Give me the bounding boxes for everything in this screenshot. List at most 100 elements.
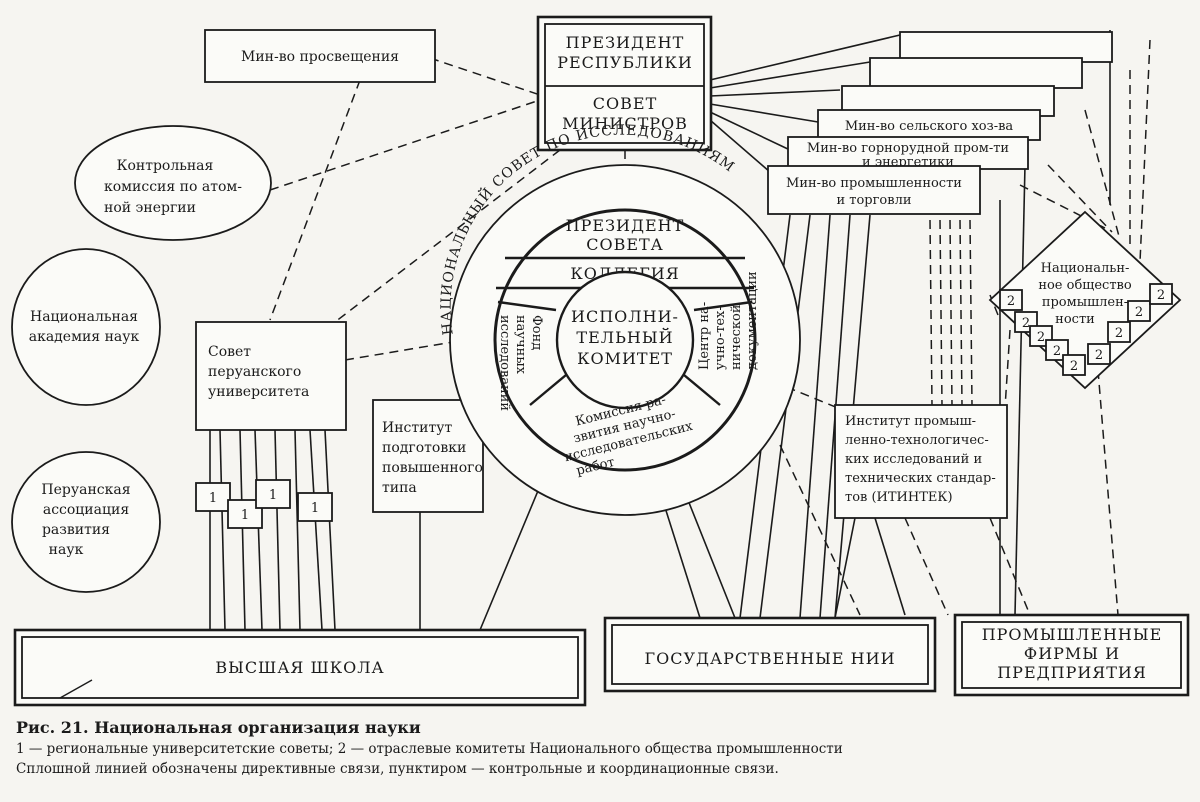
svg-text:нической: нической xyxy=(729,304,744,370)
svg-text:ФИРМЫ И: ФИРМЫ И xyxy=(1024,644,1120,663)
link-univ-school-2 xyxy=(219,429,226,631)
council-president-l1: ПРЕЗИДЕНТ xyxy=(566,216,685,235)
peruvian-association: Перуанская ассоциация развития наук xyxy=(11,451,161,593)
national-industry-society: Национальн- ное общество промышлен- ност… xyxy=(988,210,1182,390)
link-itintec-nii xyxy=(904,517,949,616)
link-society-itintec xyxy=(1004,329,1011,409)
figure-caption-note: Сплошной линией обозначены директивные с… xyxy=(16,761,779,777)
link-univ-school-4 xyxy=(254,429,263,631)
figure-caption-title: Рис. 21. Национальная организация науки xyxy=(16,718,421,737)
svg-text:2: 2 xyxy=(1022,316,1030,331)
link-min-itintec-b xyxy=(939,219,943,406)
svg-text:Мин-во просвещения: Мин-во просвещения xyxy=(241,49,399,65)
svg-text:1: 1 xyxy=(209,491,217,506)
svg-text:2: 2 xyxy=(1037,330,1045,345)
svg-text:наук: наук xyxy=(49,542,84,558)
min-agriculture-label: Мин-во сельского хоз-ва xyxy=(845,119,1014,134)
control-commission: Контрольная комиссия по атом- ной энерги… xyxy=(74,125,272,241)
link-univ-school-5 xyxy=(274,429,281,631)
svg-text:учно-тех-: учно-тех- xyxy=(713,306,728,370)
min-education-box: Мин-во просвещения xyxy=(204,29,436,83)
svg-text:2: 2 xyxy=(1053,344,1061,359)
svg-text:Фонд: Фонд xyxy=(529,315,544,350)
svg-text:типа: типа xyxy=(382,480,417,496)
president-line1: ПРЕЗИДЕНТ xyxy=(566,33,685,52)
advanced-institute: Институт подготовки повышенного типа xyxy=(372,399,484,513)
svg-text:ТЕЛЬНЫЙ: ТЕЛЬНЫЙ xyxy=(576,327,673,347)
link-president-min1 xyxy=(709,34,901,81)
svg-text:1: 1 xyxy=(269,488,277,503)
executive-committee-circle xyxy=(555,270,695,410)
svg-text:2: 2 xyxy=(1095,348,1103,363)
svg-text:ной энергии: ной энергии xyxy=(104,200,196,216)
state-nii-box: ГОСУДАРСТВЕННЫЕ НИИ xyxy=(603,616,937,693)
itintec-box: Институт промыш- ленно-технологичес- ких… xyxy=(834,404,1008,519)
regional-council-markers: 1 1 1 1 xyxy=(195,479,333,529)
svg-text:документации: документации xyxy=(745,271,760,370)
link-society-firms xyxy=(1097,369,1119,616)
link-min-itintec-a xyxy=(929,219,933,406)
link-univ-school-7 xyxy=(309,429,323,631)
link-education-president xyxy=(429,57,541,96)
svg-text:комиссия по атом-: комиссия по атом- xyxy=(104,179,242,195)
svg-text:университета: университета xyxy=(208,384,309,400)
link-univ-school-6 xyxy=(294,429,301,631)
national-academy: Национальная академия наук xyxy=(11,248,161,406)
link-education-university xyxy=(269,79,361,321)
ministry-mining xyxy=(787,136,1029,170)
svg-text:ности: ности xyxy=(1055,312,1095,327)
svg-text:технических стандар-: технических стандар- xyxy=(845,471,996,486)
svg-text:ленно-технологичес-: ленно-технологичес- xyxy=(845,433,989,448)
regional-marker-1 xyxy=(195,482,231,512)
svg-text:промышлен-: промышлен- xyxy=(1042,295,1128,310)
svg-text:повышенного: повышенного xyxy=(382,460,483,476)
svg-text:Мин-во промышленности: Мин-во промышленности xyxy=(786,176,962,191)
svg-text:Институт промыш-: Институт промыш- xyxy=(845,414,976,429)
link-president-min3 xyxy=(709,89,841,97)
link-commission-president xyxy=(269,99,541,191)
ministry-back-4 xyxy=(869,57,1083,89)
svg-text:Перуанская: Перуанская xyxy=(41,482,130,498)
svg-text:2: 2 xyxy=(1135,305,1143,320)
link-univ-school-3 xyxy=(239,429,246,631)
higher-school-box: ВЫСШАЯ ШКОЛА xyxy=(13,628,587,707)
svg-text:ГОСУДАРСТВЕННЫЕ НИИ: ГОСУДАРСТВЕННЫЕ НИИ xyxy=(644,649,895,668)
council-president-l2: СОВЕТА xyxy=(586,235,664,254)
organization-diagram: Мин-во просвещения ПРЕЗИДЕНТ РЕСПУБЛИКИ … xyxy=(11,15,1190,707)
svg-text:тов (ИТИНТЕК): тов (ИТИНТЕК) xyxy=(845,490,953,505)
svg-text:Институт: Институт xyxy=(382,420,452,436)
link-president-min2 xyxy=(709,61,871,89)
svg-text:Совет: Совет xyxy=(208,344,251,360)
link-president-min5 xyxy=(709,111,791,151)
link-min-itintec-e xyxy=(969,219,973,406)
link-min-society-3 xyxy=(1084,109,1121,241)
ministry-stack: Мин-во сельского хоз-ва Мин-во горнорудн… xyxy=(767,31,1113,215)
link-min-itintec-c xyxy=(949,219,953,406)
link-itintec-firms-solid xyxy=(874,517,906,616)
regional-marker-3 xyxy=(255,479,291,509)
link-itintec-nii-solid xyxy=(834,517,856,619)
fund-label: Фонд научных исследований xyxy=(497,315,544,411)
svg-text:1: 1 xyxy=(241,508,249,523)
ministers-line1: СОВЕТ xyxy=(593,94,657,113)
university-council: Совет перуанского университета xyxy=(195,321,347,431)
svg-text:Национальная: Национальная xyxy=(30,309,138,325)
link-min-nii-2 xyxy=(759,214,811,619)
svg-text:КОМИТЕТ: КОМИТЕТ xyxy=(577,349,673,368)
svg-text:развития: развития xyxy=(42,522,110,538)
svg-text:ИСПОЛНИ-: ИСПОЛНИ- xyxy=(571,307,679,326)
svg-text:Центр на-: Центр на- xyxy=(697,302,712,370)
svg-text:академия наук: академия наук xyxy=(29,329,140,345)
svg-text:Национальн-: Национальн- xyxy=(1041,261,1130,276)
link-president-university xyxy=(334,149,561,323)
svg-text:2: 2 xyxy=(1007,294,1015,309)
research-council: НАЦИОНАЛЬНЫЙ СОВЕТ ПО ИССЛЕДОВАНИЯМ ПРЕЗ… xyxy=(439,123,801,516)
link-itintec-firms xyxy=(989,517,1031,616)
ministry-agriculture xyxy=(817,109,1041,141)
link-min-itintec-d xyxy=(959,219,963,406)
svg-text:Мин-во горнорудной пром-ти: Мин-во горнорудной пром-ти xyxy=(807,141,1009,156)
branch-committee-markers: 2 2 2 2 2 2 2 2 2 xyxy=(999,283,1173,376)
link-council-firms xyxy=(779,444,861,616)
link-president-min6 xyxy=(709,119,771,173)
president-block: ПРЕЗИДЕНТ РЕСПУБЛИКИ СОВЕТ МИНИСТРОВ xyxy=(536,15,713,152)
